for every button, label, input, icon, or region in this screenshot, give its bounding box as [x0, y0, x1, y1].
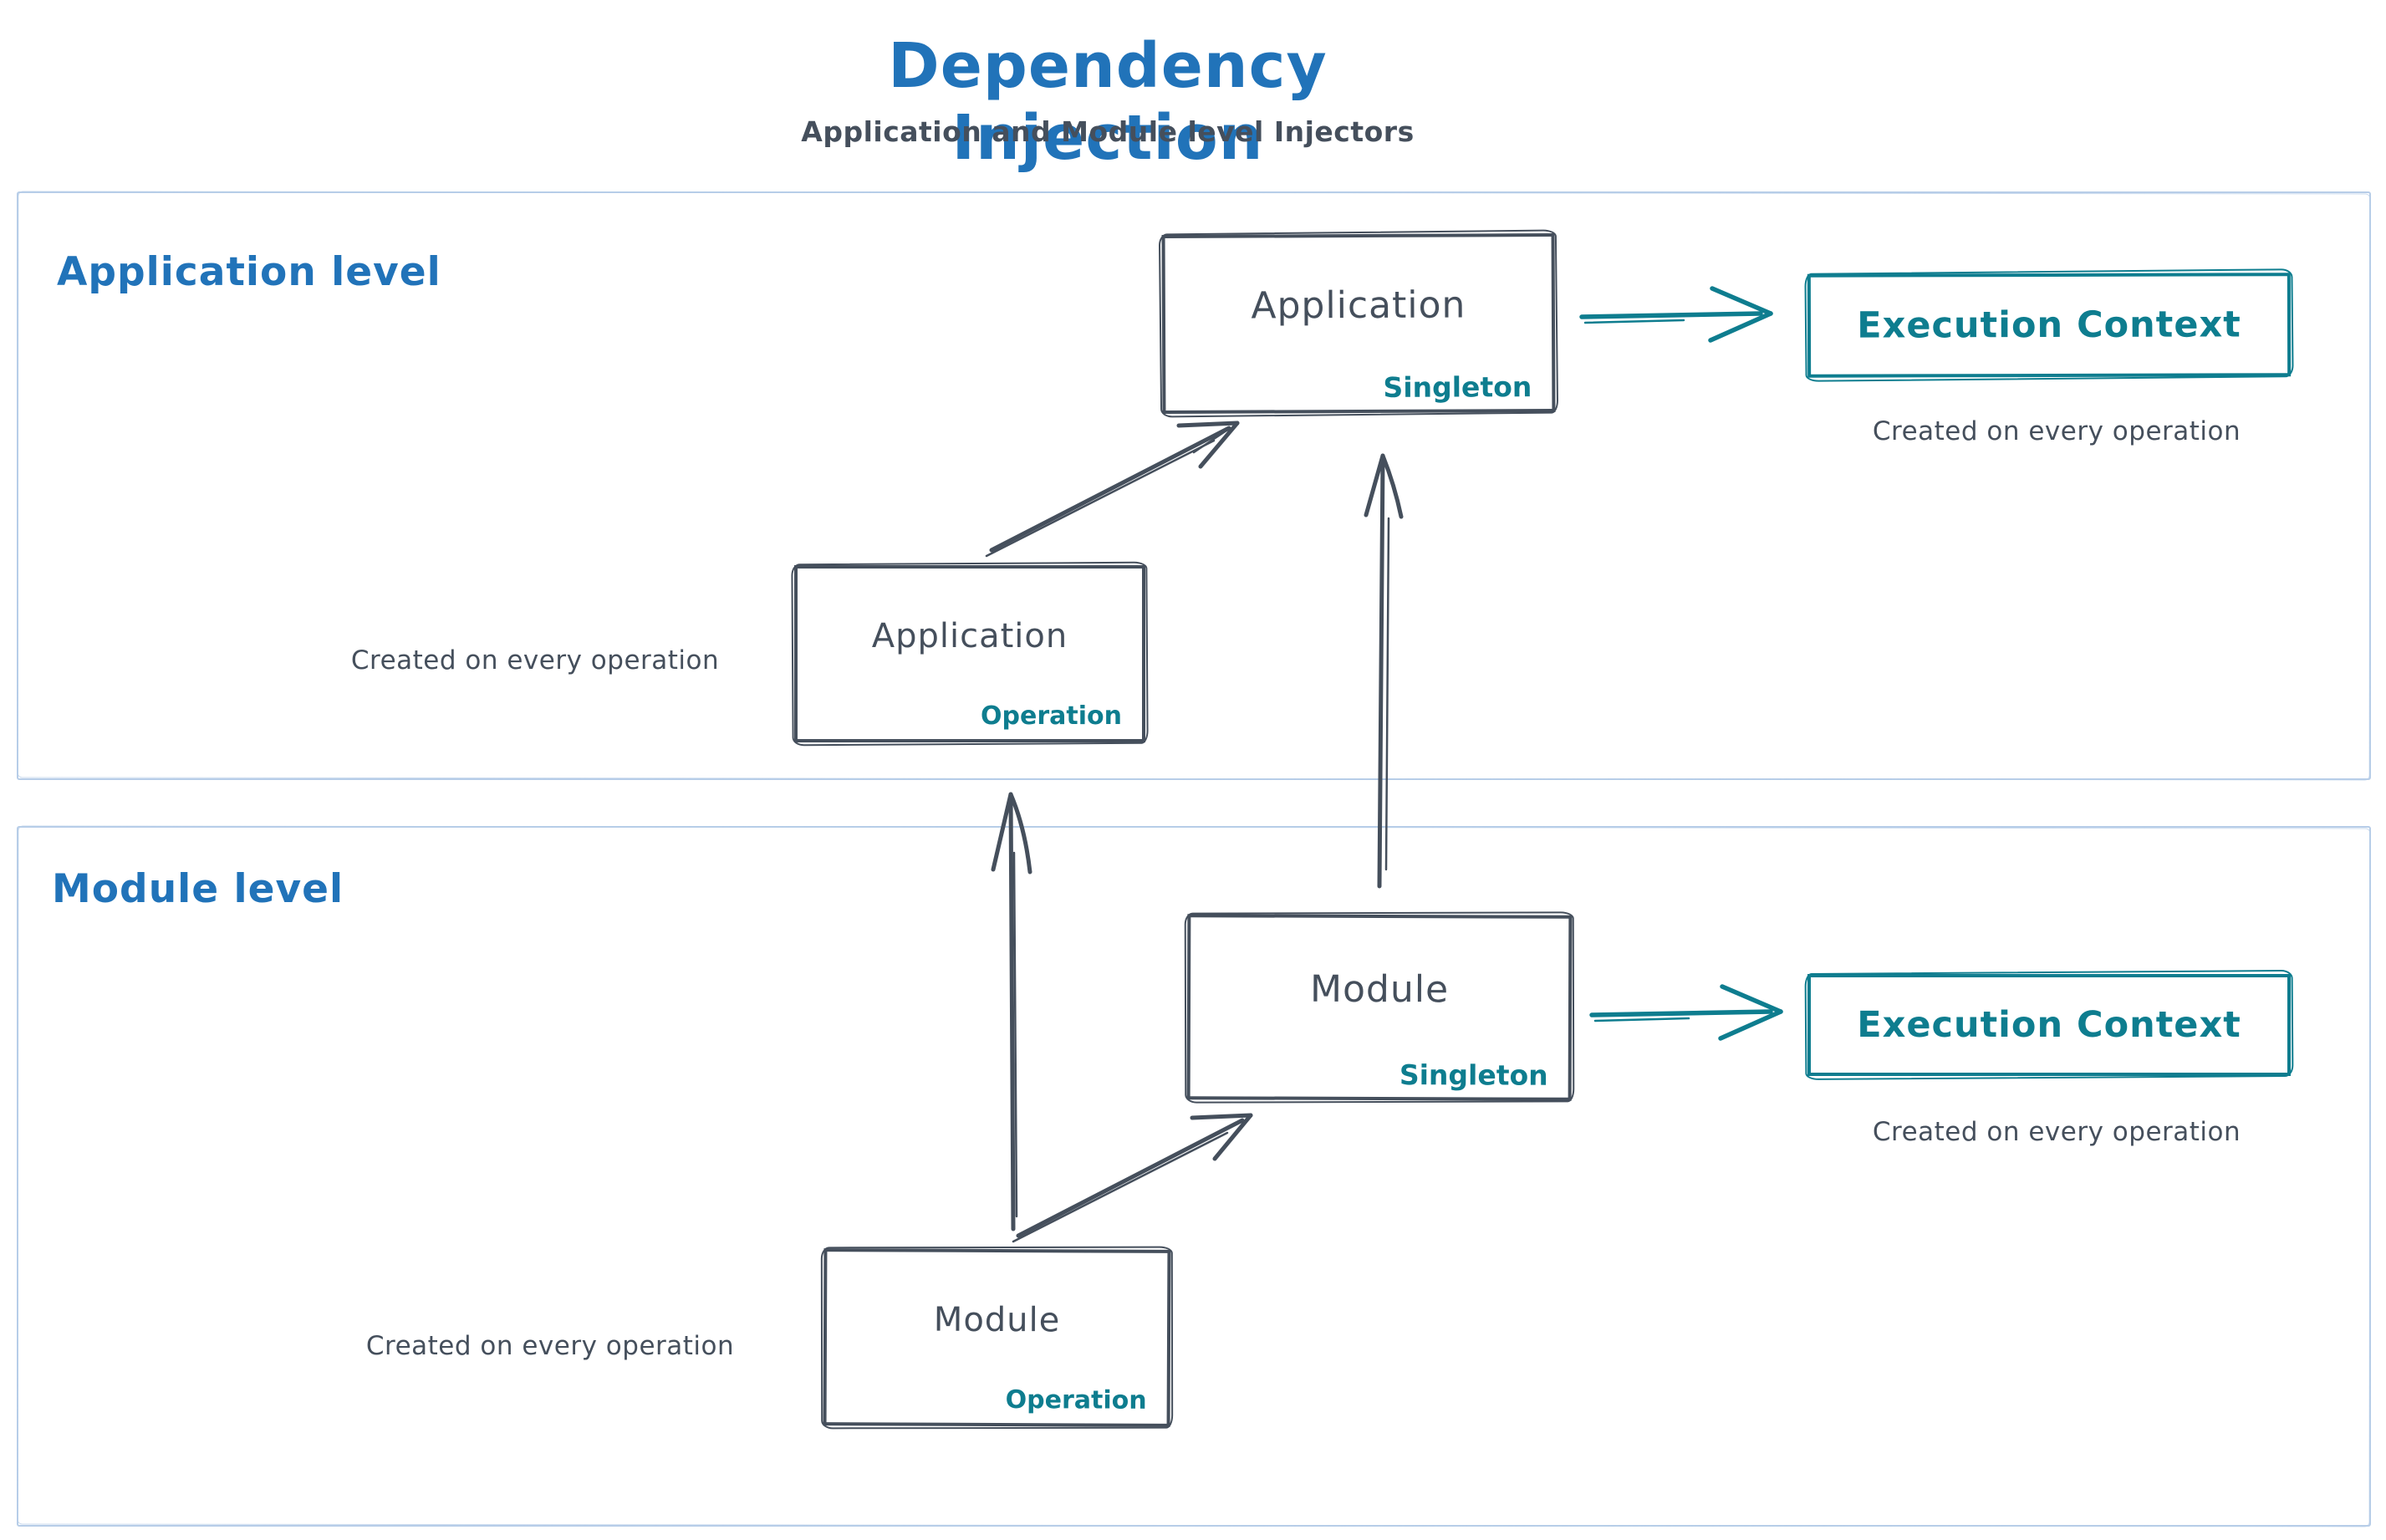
- module-operation-caption: Created on every operation: [365, 1331, 735, 1361]
- application-operation-caption: Created on every operation: [350, 645, 720, 676]
- module-singleton-box: Module Singleton: [1186, 914, 1573, 1101]
- module-operation-label: Module: [933, 1300, 1061, 1340]
- execution-context-caption-application: Created on every operation: [1872, 416, 2241, 446]
- application-singleton-box: Application Singleton: [1161, 232, 1556, 415]
- application-singleton-label: Application: [1251, 283, 1466, 328]
- module-level-container: [17, 826, 2371, 1527]
- module-level-label: Module level: [52, 866, 344, 912]
- page-title: Dependency Injection: [888, 30, 1328, 174]
- page-subtitle: Application and Module level Injectors: [801, 115, 1415, 148]
- application-operation-label: Application: [871, 617, 1068, 655]
- module-operation-box: Module Operation: [823, 1248, 1171, 1427]
- application-level-container: [17, 191, 2371, 780]
- module-singleton-label: Module: [1309, 967, 1450, 1012]
- execution-context-caption-module: Created on every operation: [1872, 1117, 2241, 1147]
- application-level-label: Application level: [57, 249, 441, 295]
- module-operation-scope: Operation: [1005, 1385, 1147, 1415]
- execution-context-label-application: Execution Context: [1857, 303, 2241, 347]
- execution-context-box-module: Execution Context: [1807, 974, 2291, 1076]
- execution-context-box-application: Execution Context: [1807, 273, 2292, 378]
- module-singleton-scope: Singleton: [1399, 1058, 1548, 1092]
- application-singleton-scope: Singleton: [1383, 370, 1532, 404]
- application-operation-scope: Operation: [981, 701, 1122, 731]
- application-operation-box: Application Operation: [794, 565, 1145, 742]
- execution-context-label-module: Execution Context: [1857, 1004, 2241, 1046]
